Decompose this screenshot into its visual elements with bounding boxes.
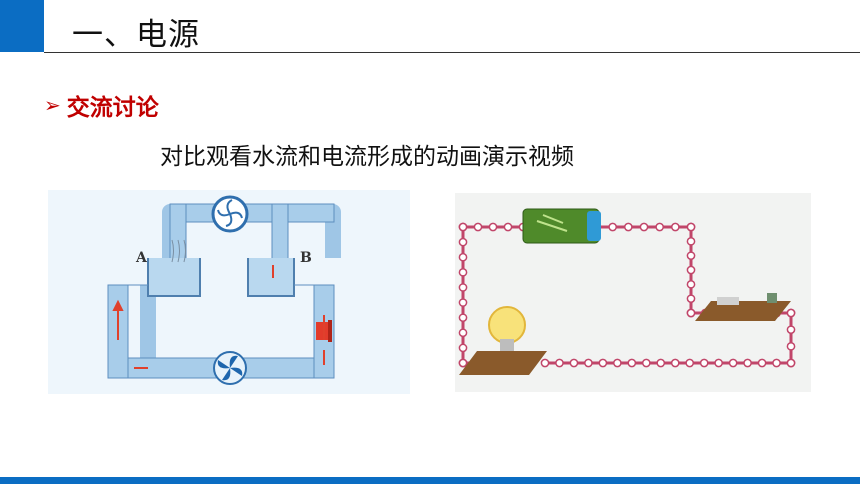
electron-dot xyxy=(686,251,696,261)
electron-dot xyxy=(686,265,696,275)
electron-dot xyxy=(656,358,666,368)
bulb-base-board xyxy=(459,351,547,375)
pipe-top xyxy=(169,203,335,223)
electron-dot xyxy=(613,358,622,368)
electron-dot xyxy=(714,358,723,368)
arrow-right-icon: ➢ xyxy=(44,93,61,117)
electron-dot xyxy=(743,358,752,368)
electron-dot xyxy=(670,222,680,232)
electron-dot xyxy=(488,222,498,232)
electron-dot xyxy=(686,294,696,304)
pipe-top-left-riser xyxy=(169,203,187,261)
electron-dot xyxy=(458,358,468,368)
water-flow-svg: A B xyxy=(107,195,341,385)
electron-dot xyxy=(598,358,608,368)
electron-dot xyxy=(555,358,564,368)
electron-dot xyxy=(641,358,651,368)
container-a xyxy=(147,258,201,297)
electric-circuit-illustration xyxy=(455,193,811,392)
electron-dot xyxy=(655,222,665,232)
electron-dot xyxy=(685,358,695,368)
electron-dot xyxy=(473,222,483,232)
section-label: 交流讨论 xyxy=(66,95,159,121)
electron-dot xyxy=(458,252,468,262)
top-turbine-blades xyxy=(217,199,243,227)
electron-dot xyxy=(540,358,550,368)
electron-dot xyxy=(458,343,468,353)
page-title: 一、电源 xyxy=(72,17,200,53)
electron-dot xyxy=(458,222,468,232)
electron-dot xyxy=(686,279,696,289)
electron-dot xyxy=(686,222,696,232)
pipe-top-right-riser xyxy=(271,203,289,261)
electron-dot xyxy=(458,298,468,307)
switch xyxy=(717,297,739,305)
electron-dot xyxy=(584,358,593,368)
electron-dot xyxy=(627,358,637,368)
electron-dot xyxy=(786,341,796,351)
electron-dot xyxy=(786,308,796,318)
electron-dot xyxy=(699,358,709,368)
electron-dot xyxy=(608,222,618,232)
electron-dot xyxy=(458,237,468,247)
electron-dot xyxy=(686,308,696,318)
description-text: 对比观看水流和电流形成的动画演示视频 xyxy=(160,144,574,170)
electron-dot xyxy=(786,358,796,368)
water-flow-illustration: A B xyxy=(48,190,410,394)
title-accent-bar xyxy=(0,0,44,52)
electron-dot xyxy=(458,283,468,292)
flow-arrows xyxy=(112,265,325,369)
title-divider xyxy=(44,52,860,53)
electron-dot xyxy=(569,358,579,368)
light-bulb xyxy=(488,306,526,344)
circuit-svg xyxy=(458,208,796,375)
container-b xyxy=(247,258,295,297)
electron-dot xyxy=(458,267,468,277)
electron-dot xyxy=(686,236,696,246)
bottom-accent-bar xyxy=(0,477,860,484)
electron-dot xyxy=(757,358,767,368)
electron-dot xyxy=(728,358,738,368)
water-stream xyxy=(171,239,186,263)
bottom-pump-blades xyxy=(217,355,243,381)
label-a: A xyxy=(135,250,148,266)
valve xyxy=(316,322,328,340)
electron-dot xyxy=(458,313,468,323)
electron-dot xyxy=(503,222,513,232)
electron-dot xyxy=(670,358,680,368)
section-heading: ➢ 交流讨论 xyxy=(44,88,159,122)
electron-dot xyxy=(786,325,796,335)
electron-dot xyxy=(623,222,633,232)
electron-dot xyxy=(772,358,781,368)
label-b: B xyxy=(300,250,312,266)
electron-dot xyxy=(639,222,649,232)
electron-dot xyxy=(458,328,468,338)
switch-board xyxy=(695,301,791,321)
